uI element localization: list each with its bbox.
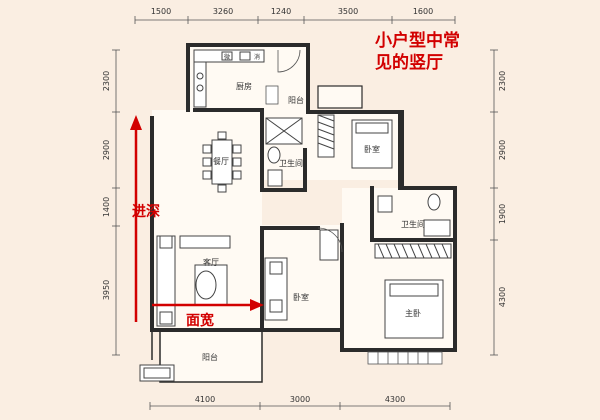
dim-left-4: 3950 — [102, 280, 111, 300]
dim-bottom-1: 4100 — [195, 395, 215, 404]
bathroom2-fixtures — [377, 193, 451, 237]
room-dining: 餐厅 — [213, 157, 229, 166]
room-master: 主卧 — [405, 308, 421, 318]
depth-label: 进深 — [132, 203, 160, 220]
bedroom1-furniture — [317, 114, 393, 169]
master-window — [367, 351, 443, 365]
dim-right-1: 2300 — [498, 71, 507, 91]
headline-line1: 小户型中常 — [375, 30, 460, 51]
bedroom2-door-swing — [317, 227, 343, 253]
headline-line2: 见的竖厅 — [375, 52, 443, 73]
dim-right-2: 2900 — [498, 140, 507, 160]
master-furniture — [374, 243, 452, 339]
balcony-bottom-furniture — [139, 364, 175, 382]
microwave-label: 微 — [224, 53, 230, 61]
room-bedroom2: 卧室 — [293, 292, 309, 302]
room-living: 客厅 — [203, 257, 219, 267]
room-bedroom1: 卧室 — [364, 144, 380, 154]
bedroom2-furniture — [264, 229, 339, 321]
dim-right-4: 4300 — [498, 287, 507, 307]
balcony-bottom-outline — [151, 330, 263, 383]
bathroom1-fixtures — [265, 117, 303, 187]
dim-top-5: 1600 — [413, 7, 433, 16]
kitchen-counter — [193, 49, 265, 108]
dim-left-2: 2900 — [102, 140, 111, 160]
walls — [150, 43, 457, 352]
dimension-left: 2300 2900 1400 3950 — [102, 71, 111, 300]
room-bathroom1: 卫生间 — [279, 158, 303, 168]
dim-top-2: 3260 — [213, 7, 233, 16]
depth-arrow — [130, 115, 142, 322]
dim-right-3: 1900 — [498, 204, 507, 224]
dimension-top: 1500 3260 1240 3500 1600 — [151, 7, 433, 16]
room-balcony-top: 阳台 — [288, 95, 304, 105]
living-furniture — [156, 235, 231, 327]
dimension-right: 2300 2900 1900 4300 — [498, 71, 507, 307]
room-balcony-bottom: 阳台 — [202, 352, 218, 362]
width-label: 面宽 — [186, 312, 214, 329]
dim-left-1: 2300 — [102, 71, 111, 91]
kitchen-door-swing — [265, 49, 301, 105]
width-arrow — [152, 299, 264, 311]
balcony-top-outline — [317, 85, 363, 109]
room-kitchen: 厨房 — [236, 81, 252, 91]
dimension-bottom: 4100 3000 4300 — [195, 395, 405, 404]
dimension-lines — [112, 16, 498, 410]
dim-bottom-2: 3000 — [290, 395, 310, 404]
dim-left-3: 1400 — [102, 197, 111, 217]
sterilizer-label: 消 — [254, 53, 260, 61]
dim-top-4: 3500 — [338, 7, 358, 16]
dining-table — [202, 131, 242, 193]
room-bathroom2: 卫生间 — [401, 219, 425, 229]
dim-top-1: 1500 — [151, 7, 171, 16]
dim-bottom-3: 4300 — [385, 395, 405, 404]
dim-top-3: 1240 — [271, 7, 291, 16]
room-labels: 厨房 阳台 餐厅 卫生间 卧室 卫生间 客厅 卧室 主卧 阳台 — [202, 81, 425, 362]
